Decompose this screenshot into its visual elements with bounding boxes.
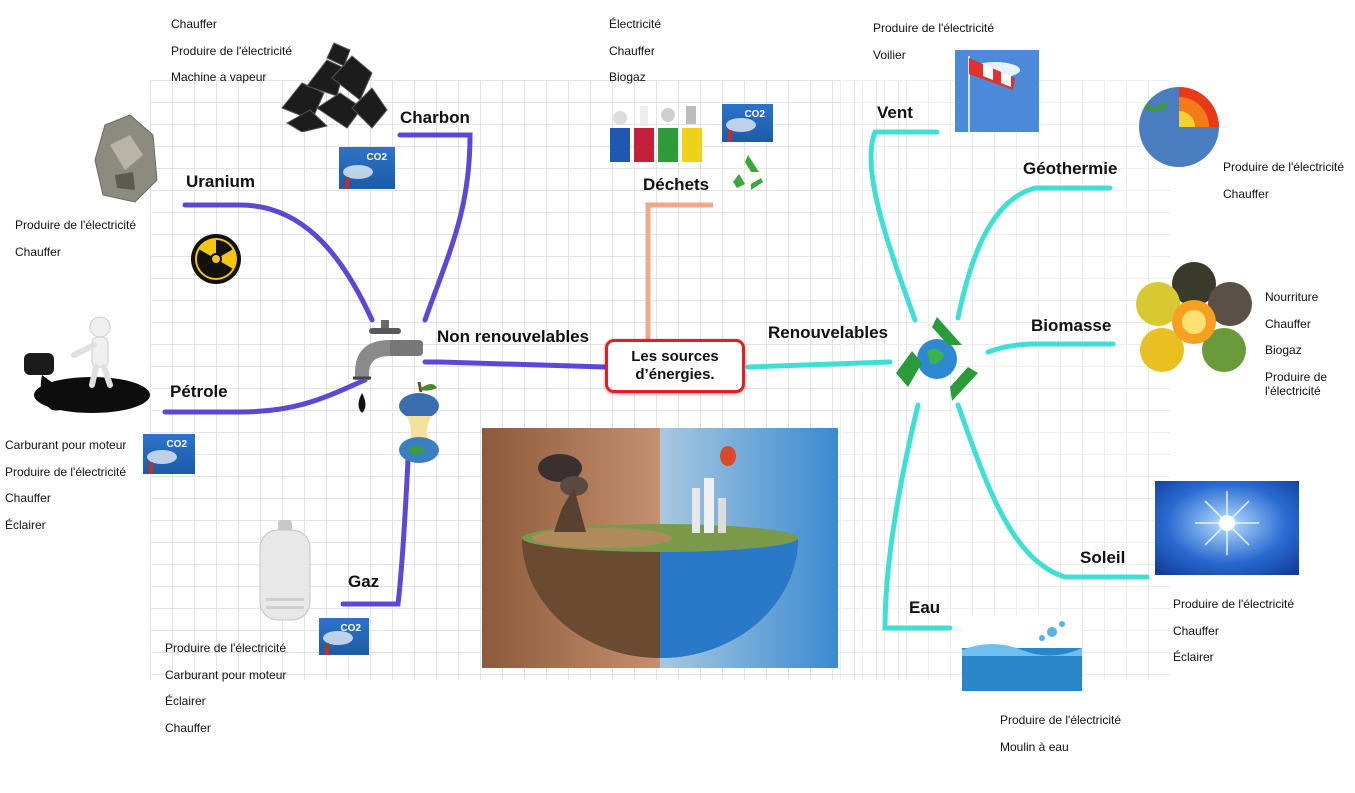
note-item: Produire de l'électricité [1000, 713, 1122, 727]
recycling-bins-image [610, 106, 702, 162]
note-item: Carburant pour moteur [5, 438, 127, 452]
connector-uranium [182, 202, 375, 323]
notes-soleil: Produire de l'électricité Chauffer Éclai… [1173, 591, 1294, 671]
branch-dechets[interactable]: Déchets [643, 175, 710, 194]
connector-charbon [397, 132, 473, 323]
radiation-icon [191, 234, 241, 284]
note-item: Produire de l'électricité [873, 21, 995, 35]
note-item: Biogaz [1265, 343, 1302, 357]
note-item: Chauffer [609, 43, 655, 58]
note-item: Produire de l'électricité [165, 641, 287, 655]
branch-soleil[interactable]: Soleil [1080, 548, 1126, 567]
note-item: Chauffer [165, 720, 211, 735]
earth-core-image [1139, 87, 1219, 167]
note-item: Moulin à eau [1000, 739, 1069, 754]
connector-geothermie [955, 185, 1113, 321]
co2-label: CO2 [366, 152, 387, 163]
co2-label: CO2 [744, 109, 765, 120]
note-item: l'électricité [1265, 383, 1321, 398]
recycle-globe-icon [896, 317, 978, 401]
faucet-icon [353, 320, 423, 413]
water-splash-image [962, 616, 1082, 691]
earth-split-image [482, 428, 838, 668]
notes-uranium: Produire de l'électricité Chauffer [15, 212, 136, 265]
note-item: Éclairer [1173, 650, 1214, 664]
note-item: Chauffer [15, 244, 61, 259]
branch-charbon[interactable]: Charbon [400, 108, 470, 127]
notes-biomasse: Nourriture Chauffer Biogaz Produire de l… [1265, 284, 1327, 398]
branch-uranium[interactable]: Uranium [186, 172, 255, 191]
sun-image [1155, 481, 1299, 575]
note-item: Produire de l'électricité [171, 43, 293, 58]
branch-vent[interactable]: Vent [877, 103, 913, 122]
note-item: Éclairer [165, 694, 206, 708]
branch-non-renewable[interactable]: Non renouvelables [437, 327, 590, 346]
apple-core-globe-image [399, 381, 439, 463]
note-item: Nourriture [1265, 290, 1319, 304]
central-line-1: Les sources [631, 348, 719, 365]
note-item: Chauffer [1223, 186, 1269, 201]
windsock-image [955, 50, 1039, 132]
connector-biomasse [985, 341, 1116, 355]
branch-eau[interactable]: Eau [909, 598, 941, 617]
connector-eau [882, 402, 953, 631]
branch-petrole[interactable]: Pétrole [170, 382, 228, 401]
note-item: Produire de l'électricité [15, 218, 137, 232]
notes-gaz: Produire de l'électricité Carburant pour… [165, 635, 286, 741]
co2-factory-icon: CO2 [319, 618, 369, 655]
branch-geothermie[interactable]: Géothermie [1023, 159, 1118, 178]
uranium-rock-image [94, 114, 158, 203]
oil-spill-image [24, 316, 150, 413]
connector-vent [868, 129, 940, 323]
connector-petrole [162, 377, 368, 415]
note-item: Chauffer [171, 17, 217, 31]
connector-renewable [745, 359, 893, 370]
note-item: Voilier [873, 47, 906, 62]
recycle-icon [733, 155, 763, 190]
note-item: Produire de l'électricité [1173, 597, 1295, 611]
biomass-collage-image [1136, 262, 1252, 372]
co2-label: CO2 [340, 623, 361, 634]
note-item: Biogaz [609, 70, 646, 84]
note-item: Électricité [609, 17, 662, 31]
notes-geothermie: Produire de l'électricité Chauffer [1223, 154, 1344, 207]
connector-gaz [340, 457, 411, 607]
note-item: Éclairer [5, 517, 46, 532]
co2-factory-icon: CO2 [722, 104, 773, 142]
note-item: Chauffer [5, 491, 51, 505]
note-item: Produire de l'électricité [5, 464, 127, 479]
note-item: Chauffer [1173, 623, 1219, 638]
central-line-2: d’énergies. [635, 366, 715, 383]
branch-biomasse[interactable]: Biomasse [1031, 316, 1112, 335]
co2-label: CO2 [166, 439, 187, 450]
notes-petrole: Carburant pour moteur Produire de l'élec… [5, 432, 126, 538]
connector-dechets [645, 202, 713, 340]
connector-soleil [955, 402, 1150, 580]
notes-vent: Produire de l'électricité Voilier [873, 15, 994, 68]
coal-image [281, 42, 388, 132]
co2-factory-icon: CO2 [143, 434, 195, 474]
note-item: Carburant pour moteur [165, 667, 287, 682]
co2-factory-icon: CO2 [339, 147, 395, 189]
notes-eau: Produire de l'électricité Moulin à eau [1000, 707, 1121, 760]
note-item: Chauffer [1265, 316, 1311, 331]
notes-dechets: Électricité Chauffer Biogaz [609, 11, 661, 91]
branch-renewable[interactable]: Renouvelables [768, 323, 888, 342]
note-item: Produire de l'électricité [1223, 160, 1345, 174]
grid-background-right [840, 80, 1170, 680]
notes-charbon: Chauffer Produire de l'électricité Machi… [171, 11, 292, 91]
note-item: Produire de [1265, 369, 1328, 384]
connector-non-renewable [422, 359, 608, 370]
gas-bottle-image [259, 520, 311, 621]
note-item: Machine a vapeur [171, 70, 267, 84]
branch-gaz[interactable]: Gaz [348, 572, 380, 591]
